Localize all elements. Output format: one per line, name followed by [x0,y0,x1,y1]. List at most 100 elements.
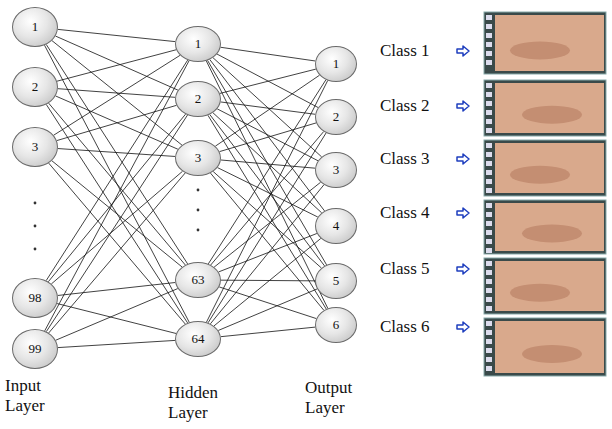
connector-line [49,103,186,265]
neuron-number: 1 [333,56,340,72]
sprocket-hole [486,248,492,253]
weight-connection [57,105,177,140]
neuron-number: 98 [29,290,42,306]
connector-line [211,132,324,265]
weight-connection [57,50,176,81]
connector-line [48,114,185,282]
frame-image [495,15,604,71]
connector-line [58,29,175,41]
sprocket-hole [486,92,492,97]
weight-connection [211,132,324,265]
connector-line [218,289,317,331]
sprocket-hole [486,83,492,88]
sprocket-hole [486,348,492,353]
class-label: Class 3 [380,149,455,169]
weight-connection [56,289,178,341]
connector-line [52,161,182,267]
weight-connection [221,327,315,337]
hand-shape [510,41,570,59]
connector-line [58,149,175,157]
connector-line [46,60,187,280]
connector-line [208,80,326,264]
class-label: Class 1 [380,41,455,61]
neuron-circle: 98 [12,278,58,318]
neuron-circle: 99 [12,329,58,369]
sprocket-hole [486,261,492,266]
weight-connection [58,149,175,157]
neuron-number: 5 [333,273,340,289]
film-strip [484,258,606,314]
neuron-number: 4 [333,218,340,234]
sprocket-hole [486,321,492,326]
weight-connection [49,173,186,333]
sprocket-hole [486,128,492,133]
sprocket-hole [486,270,492,275]
film-strip [484,318,606,376]
ellipsis-dots [34,189,200,251]
connector-line [57,105,177,140]
weight-connection [46,60,187,280]
neuron-circle: 63 [175,262,221,298]
sprocket-hole [486,170,492,175]
weight-connection [221,102,316,114]
sprocket-hole [486,143,492,148]
connector-line [210,185,324,324]
neuron-number: 6 [333,317,340,333]
weight-connection [210,114,325,265]
neuron-circle: 5 [315,263,357,299]
neuron-circle: 3 [12,127,58,167]
weight-connection [208,133,326,323]
sprocket-hole [486,279,492,284]
connector-line [210,59,325,210]
layer-label: Input Layer [5,376,65,417]
connector-line [51,171,182,284]
neuron-number: 64 [192,331,205,347]
neuron-number: 2 [195,91,202,107]
sprocket-hole [486,239,492,244]
connector-line [208,133,326,323]
connector-line [215,75,319,146]
weight-connection [219,287,316,319]
connector-line [221,327,315,337]
film-strip [484,200,606,254]
neuron-number: 3 [333,162,340,178]
neuron-number: 3 [32,139,39,155]
weight-connection [208,60,327,265]
connector-line [58,89,175,98]
weight-connection [58,29,175,41]
weight-connection [48,114,185,282]
weight-connection [206,61,328,309]
hand-shape [522,106,582,124]
weight-connection [49,163,186,324]
neuron-circle: 1 [12,7,58,47]
weight-connection [214,238,321,326]
weight-connection [56,36,178,90]
sprocket-hole [486,152,492,157]
neuron-circle: 3 [315,152,357,188]
neuron-circle: 2 [175,81,221,117]
sprocket-hole [486,110,492,115]
neuron-number: 99 [29,341,42,357]
connector-line [58,283,175,296]
connector-line [214,238,321,326]
hand-shape [522,345,582,363]
sprocket-hole [486,212,492,217]
weight-connection [208,115,326,309]
weight-connection [46,104,187,323]
connector-line [208,60,327,265]
connector-line [208,115,326,309]
film-strip [484,140,606,196]
sprocket-hole [486,179,492,184]
connector-line [219,287,316,319]
weight-connection [210,185,324,324]
neuron-circle: 2 [315,99,357,135]
layer-label: Output Layer [305,378,369,419]
weight-connection [221,47,316,61]
sprocket-hole [486,60,492,65]
class-label: Class 5 [380,259,455,279]
connector-line [217,54,318,107]
sprocket-hole [486,161,492,166]
film-frame [484,200,606,254]
connector-line [219,233,317,271]
